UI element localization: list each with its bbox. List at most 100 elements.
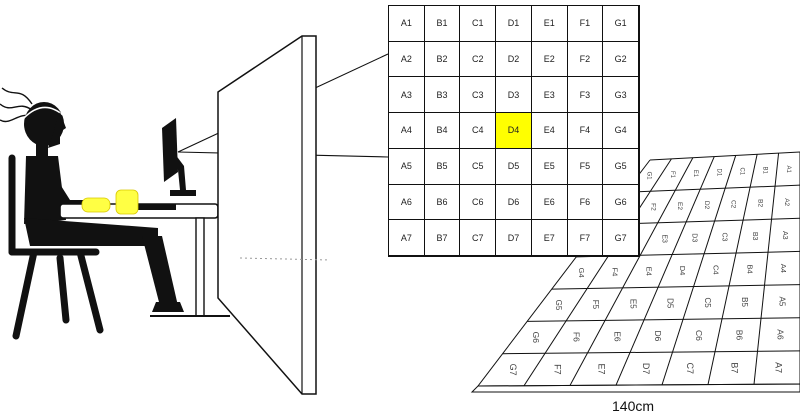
grid-cell-f6: F6: [567, 184, 604, 221]
floor-cell-c5: C5: [703, 298, 712, 309]
floor-grid-row-line: [551, 284, 800, 290]
floor-cell-e6: E6: [612, 331, 622, 342]
floor-cell-b1: B1: [762, 167, 768, 175]
participant-figure: [0, 87, 184, 312]
grid-cell-a3: A3: [389, 77, 425, 114]
torso: [24, 156, 66, 224]
floor-grid-row-line: [477, 383, 800, 387]
grid-cell-e5: E5: [531, 148, 568, 185]
grid-cell-a1: A1: [389, 6, 425, 42]
grid-cell-d4: D4: [496, 113, 532, 149]
floor-grid-column-line: [707, 154, 758, 385]
floor-cell-c7: C7: [685, 363, 695, 375]
floor-cell-c3: C3: [721, 232, 728, 241]
floor-cell-g4: G4: [577, 268, 586, 278]
thigh: [24, 218, 158, 246]
floor-cell-a5: A5: [777, 297, 786, 307]
grid-cell-b1: B1: [424, 6, 461, 42]
floor-cell-a7: A7: [774, 362, 784, 373]
grid-cell-c7: C7: [460, 220, 497, 256]
floor-cell-c6: C6: [694, 330, 704, 341]
floor-cell-d3: D3: [690, 233, 697, 242]
grid-cell-c2: C2: [460, 41, 497, 78]
floor-cell-f6: F6: [572, 332, 582, 342]
grid-cell-f5: F5: [567, 148, 604, 185]
floor-cell-f4: F4: [611, 268, 620, 277]
grid-cell-c6: C6: [460, 184, 497, 221]
grid-cell-f1: F1: [567, 6, 604, 42]
monitor-base: [170, 190, 196, 196]
grid-cell-g3: G3: [603, 77, 639, 114]
floor-cell-c4: C4: [712, 265, 721, 275]
floor-cell-c1: C1: [738, 167, 744, 175]
grid-cell-e7: E7: [531, 220, 568, 256]
chair-leg-right: [76, 248, 104, 334]
chair: [8, 154, 104, 340]
floor-cell-d1: D1: [715, 169, 721, 177]
grid-cell-b6: B6: [424, 184, 461, 221]
chair-leg-mid: [56, 254, 70, 324]
floor-line: [239, 257, 331, 261]
floor-cell-b7: B7: [729, 362, 739, 373]
grid-cell-g1: G1: [603, 6, 639, 42]
grid-cell-f7: F7: [567, 220, 604, 256]
floor-cell-e1: E1: [692, 170, 698, 178]
grid-cell-e3: E3: [531, 77, 568, 114]
right-hand: [115, 189, 139, 215]
grid-cell-d3: D3: [496, 77, 532, 114]
floor-cell-g1: G1: [646, 172, 652, 181]
monitor: [162, 118, 196, 196]
floor-cell-f5: F5: [591, 300, 600, 310]
arm: [40, 162, 96, 214]
floor-cell-a4: A4: [779, 264, 788, 273]
floor-cell-g5: G5: [554, 300, 563, 311]
floor-grid-row-line: [649, 151, 800, 161]
floor-cell-b5: B5: [740, 297, 749, 307]
floor-cell-a6: A6: [775, 329, 785, 340]
grid-cell-d2: D2: [496, 41, 532, 78]
floor-cell-e2: E2: [676, 202, 683, 210]
grid-cell-d6: D6: [496, 184, 532, 221]
grid-cell-f2: F2: [567, 41, 604, 78]
grid-cell-g7: G7: [603, 220, 639, 256]
floor-grid-row-line: [625, 184, 800, 193]
floor-cell-c2: C2: [730, 200, 737, 209]
floor-cell-b3: B3: [751, 232, 758, 241]
projection-wall: [217, 35, 317, 395]
floor-cell-f2: F2: [649, 203, 656, 211]
grid-cell-d5: D5: [496, 148, 532, 185]
floor-cell-b6: B6: [735, 330, 745, 341]
grid-cell-b2: B2: [424, 41, 461, 78]
floor-cell-f7: F7: [552, 364, 562, 375]
left-hand: [81, 197, 111, 213]
floor-cell-a1: A1: [785, 165, 791, 173]
grid-cell-a6: A6: [389, 184, 425, 221]
neck: [36, 142, 48, 156]
floor-grid-column-line: [753, 153, 780, 385]
floor-cell-d6: D6: [653, 330, 663, 341]
grid-cell-g2: G2: [603, 41, 639, 78]
grid-cell-g5: G5: [603, 148, 639, 185]
floor-cell-a3: A3: [781, 231, 788, 240]
floor-grid-column-line: [523, 158, 672, 386]
eeg-cap: [23, 106, 65, 119]
grid-cell-b7: B7: [424, 220, 461, 256]
grid-cell-e4: E4: [531, 113, 568, 149]
floor-cell-d4: D4: [678, 266, 687, 276]
floor-cell-e5: E5: [628, 299, 637, 309]
distance-caption: 140cm: [612, 398, 655, 414]
floor-cell-b4: B4: [745, 264, 754, 273]
keyboard: [120, 204, 176, 210]
grid-cell-g6: G6: [603, 184, 639, 221]
lower-leg: [142, 236, 178, 306]
grid-cell-c3: C3: [460, 77, 497, 114]
desk-leg: [195, 217, 205, 317]
grid-cell-b5: B5: [424, 148, 461, 185]
grid-cell-e6: E6: [531, 184, 568, 221]
floor-cell-f1: F1: [669, 171, 675, 179]
grid-cell-d7: D7: [496, 220, 532, 256]
chair-leg-left: [12, 248, 38, 340]
floor-cell-g7: G7: [508, 364, 518, 376]
grid-cell-c4: C4: [460, 113, 497, 149]
